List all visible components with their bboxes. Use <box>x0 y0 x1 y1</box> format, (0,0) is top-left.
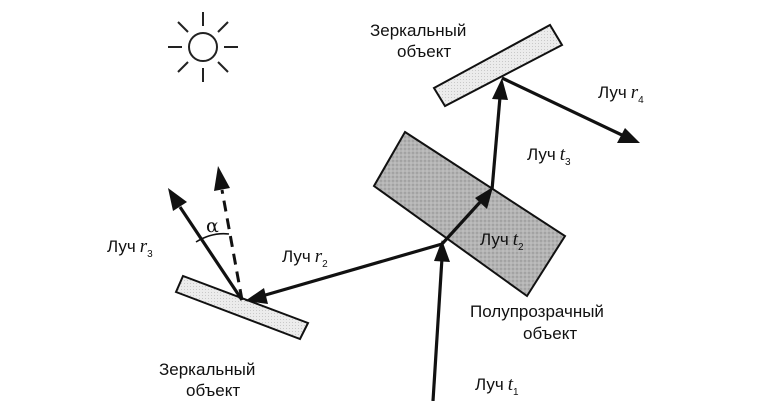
ray-t1-arrow <box>431 240 450 401</box>
svg-text:Луч r2: Луч r2 <box>282 246 328 270</box>
angle-alpha-label: α <box>206 215 219 237</box>
svg-text:Луч t1: Луч t1 <box>475 374 519 398</box>
svg-text:Луч r4: Луч r4 <box>598 82 644 106</box>
translucent-label-line2: объект <box>523 324 577 343</box>
ray-r3-arrow <box>168 188 244 301</box>
ray-t1-label: Луч t1 <box>475 374 519 398</box>
ray-t3-label: Луч t3 <box>527 144 571 168</box>
mirror-left-label-line1: Зеркальный <box>159 360 255 379</box>
ray-t2-label: Луч t2 <box>480 229 524 253</box>
ray-r2-arrow <box>245 242 443 304</box>
svg-text:Луч t2: Луч t2 <box>480 229 524 253</box>
mirror-top-label-line2: объект <box>397 42 451 61</box>
ray-r4-arrow <box>501 76 640 143</box>
svg-text:Луч r3: Луч r3 <box>107 236 153 260</box>
mirror-object-left <box>174 274 310 341</box>
sun-icon <box>168 12 238 82</box>
ray-r2-label: Луч r2 <box>282 246 328 270</box>
mirror-left-label-line2: объект <box>186 381 240 400</box>
translucent-label-line1: Полупрозрачный <box>470 302 604 321</box>
normal-dashed-arrow <box>214 166 244 301</box>
mirror-object-top <box>432 23 564 108</box>
svg-text:Луч t3: Луч t3 <box>527 144 571 168</box>
mirror-top-label-line1: Зеркальный <box>370 21 466 40</box>
ray-r3-label: Луч r3 <box>107 236 153 260</box>
ray-t2-arrow <box>440 187 493 246</box>
angle-arc <box>195 232 230 243</box>
ray-r4-label: Луч r4 <box>598 82 644 106</box>
ray-t3-arrow <box>490 78 508 191</box>
